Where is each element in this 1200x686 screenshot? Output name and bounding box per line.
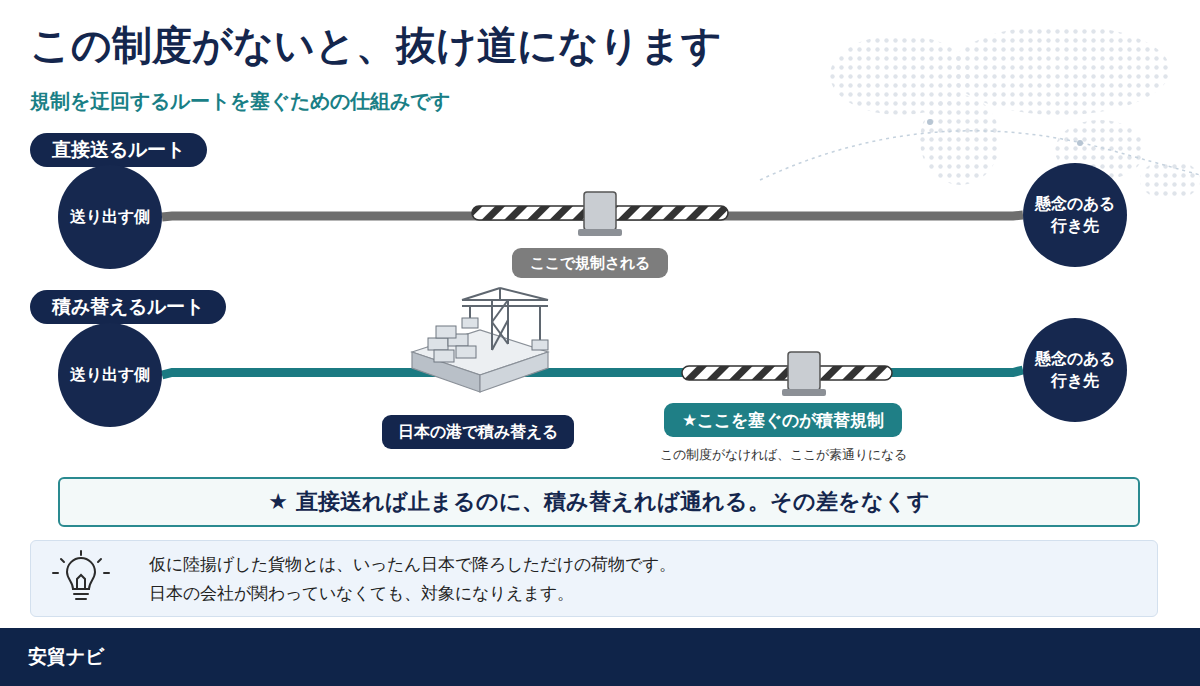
lightbulb-icon — [51, 549, 111, 609]
node-text: 懸念のある 行き先 — [1033, 348, 1117, 391]
port-pill: 日本の港で積み替える — [382, 415, 574, 449]
node-text: ★ここを塞ぐのが積替規制 — [682, 409, 884, 432]
barrier-gate — [682, 352, 892, 396]
note-text: この制度がなければ、ここが素通りになる — [660, 446, 907, 464]
summary-box: ★ 直接送れば止まるのに、積み替えれば通れる。その差をなくす — [58, 477, 1140, 527]
party-circle: 送り出す側 — [58, 165, 162, 269]
node-text: ★ 直接送れば止まるのに、積み替えれば通れる。その差をなくす — [268, 487, 929, 517]
node-text: 仮に陸揚げした貨物とは、いったん日本で降ろしただけの荷物です。 — [149, 550, 1141, 578]
node-text: 送り出す側 — [70, 364, 150, 386]
page-title: この制度がないと、抜け道になります — [30, 18, 722, 73]
node-text: 直接送るルート — [52, 137, 185, 163]
barrier-gate — [472, 192, 728, 236]
status-pill: ここで規制される — [512, 248, 668, 278]
node-text: 懸念のある 行き先 — [1033, 193, 1117, 236]
world-map — [760, 25, 1200, 200]
section-pill: 直接送るルート — [30, 133, 207, 167]
port-illustration — [412, 288, 548, 392]
party-circle: 送り出す側 — [58, 323, 162, 427]
party-circle: 懸念のある 行き先 — [1023, 163, 1127, 267]
route-line — [162, 370, 1023, 375]
node-text: 安貿ナビ — [28, 644, 104, 670]
node-text: 積み替えるルート — [52, 294, 204, 320]
node-text: 送り出す側 — [70, 206, 150, 228]
node-text: 日本の会社が関わっていなくても、対象になりえます。 — [149, 579, 1141, 607]
node-text: ここで規制される — [530, 254, 650, 273]
footer-band: 安貿ナビ — [0, 628, 1200, 686]
party-circle: 懸念のある 行き先 — [1023, 318, 1127, 422]
rule-pill: ★ここを塞ぐのが積替規制 — [664, 403, 902, 437]
subtitle: 規制を迂回するルートを塞ぐための仕組みです — [30, 88, 450, 115]
section-pill: 積み替えるルート — [30, 290, 226, 324]
node-text: 日本の港で積み替える — [398, 422, 558, 443]
tip-box: 仮に陸揚げした貨物とは、いったん日本で降ろしただけの荷物です。日本の会社が関わっ… — [30, 540, 1158, 617]
